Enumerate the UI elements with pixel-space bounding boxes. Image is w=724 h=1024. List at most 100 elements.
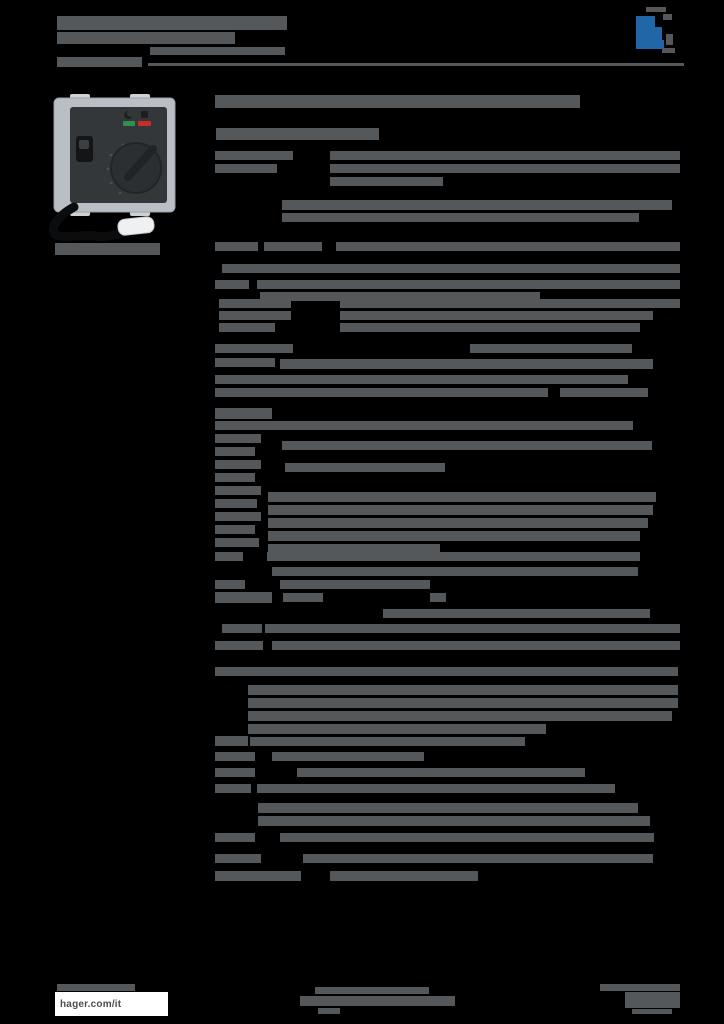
content-redacted-line bbox=[215, 95, 580, 108]
content-redacted-line bbox=[219, 311, 291, 320]
content-redacted-line bbox=[282, 441, 652, 450]
content-redacted-line bbox=[340, 311, 653, 320]
content-redacted-line bbox=[268, 544, 440, 554]
content-redacted-line bbox=[265, 624, 680, 633]
content-redacted-line bbox=[303, 854, 653, 863]
content-redacted-line bbox=[268, 375, 628, 384]
content-redacted-line bbox=[215, 768, 255, 777]
content-redacted-line bbox=[268, 492, 656, 502]
footer-redacted-line bbox=[57, 984, 135, 991]
content-redacted-line bbox=[215, 151, 293, 160]
content-redacted-line bbox=[215, 512, 261, 521]
content-redacted-line bbox=[257, 280, 680, 289]
content-redacted-line bbox=[215, 641, 263, 650]
rotary-knob-rim bbox=[110, 142, 162, 194]
content-redacted-line bbox=[250, 737, 525, 746]
content-redacted-line bbox=[215, 486, 261, 495]
footer-redacted-line bbox=[315, 987, 429, 994]
content-redacted-line bbox=[215, 784, 251, 793]
content-redacted-line bbox=[215, 833, 255, 842]
hager-logo-mark bbox=[636, 16, 664, 49]
content-redacted-line bbox=[272, 567, 638, 576]
content-redacted-line bbox=[560, 388, 648, 397]
red-led bbox=[138, 121, 151, 126]
footer-redacted-line bbox=[300, 996, 455, 1006]
content-redacted-line bbox=[215, 552, 243, 561]
header-rule bbox=[148, 63, 684, 66]
product-caption-redacted bbox=[55, 243, 160, 255]
content-redacted-line bbox=[215, 344, 293, 353]
content-redacted-line bbox=[215, 538, 259, 547]
header-redacted-line bbox=[646, 7, 666, 12]
content-redacted-line bbox=[267, 552, 640, 561]
dial-tick bbox=[118, 191, 122, 195]
header-redacted-line bbox=[57, 32, 235, 44]
content-redacted-line bbox=[272, 752, 424, 761]
content-redacted-line bbox=[330, 871, 478, 881]
content-redacted-line bbox=[285, 463, 445, 472]
content-redacted-line bbox=[215, 871, 301, 881]
content-redacted-line bbox=[470, 344, 632, 353]
connector-body bbox=[117, 216, 155, 236]
footer-website-label: hager.com/it bbox=[60, 998, 122, 1010]
content-redacted-line bbox=[248, 724, 546, 734]
content-redacted-line bbox=[215, 499, 257, 508]
content-redacted-line bbox=[260, 292, 540, 301]
hager-logo-shape bbox=[636, 16, 664, 49]
heat-mode-icon bbox=[141, 111, 148, 118]
night-mode-icon bbox=[124, 111, 132, 119]
header-redacted-line bbox=[666, 34, 673, 45]
content-redacted-line bbox=[283, 593, 323, 602]
content-redacted-line bbox=[272, 641, 680, 650]
content-redacted-line bbox=[215, 434, 261, 443]
content-redacted-line bbox=[215, 580, 245, 589]
content-redacted-line bbox=[258, 816, 650, 826]
knob-pointer bbox=[124, 145, 157, 181]
footer-redacted-line bbox=[600, 984, 680, 991]
content-redacted-line bbox=[248, 685, 678, 695]
content-redacted-line bbox=[280, 580, 430, 589]
content-redacted-line bbox=[219, 299, 291, 308]
rocker-switch-cap bbox=[79, 140, 89, 149]
content-redacted-line bbox=[330, 177, 443, 186]
dial-tick bbox=[106, 167, 110, 171]
content-redacted-line bbox=[222, 264, 680, 273]
content-redacted-line bbox=[282, 200, 672, 210]
footer-website-box: hager.com/it bbox=[55, 992, 168, 1016]
content-redacted-line bbox=[215, 752, 255, 761]
content-redacted-line bbox=[222, 624, 262, 633]
content-redacted-line bbox=[336, 242, 680, 251]
content-redacted-line bbox=[216, 128, 379, 140]
content-redacted-line bbox=[215, 358, 275, 367]
footer-redacted-line bbox=[318, 1008, 340, 1014]
header-redacted-line bbox=[150, 47, 285, 55]
cable-connector bbox=[117, 216, 155, 236]
footer-redacted-line bbox=[625, 992, 680, 1008]
header-redacted-line bbox=[663, 14, 672, 20]
dial-tick bbox=[109, 181, 113, 185]
content-redacted-line bbox=[248, 388, 548, 397]
content-redacted-line bbox=[330, 164, 680, 173]
hager-logo bbox=[633, 12, 675, 54]
content-redacted-line bbox=[215, 473, 255, 482]
content-redacted-line bbox=[219, 323, 275, 332]
green-led bbox=[123, 121, 135, 126]
content-redacted-line bbox=[215, 854, 261, 863]
product-photo bbox=[48, 85, 184, 257]
header-redacted-line bbox=[57, 16, 287, 30]
content-redacted-line bbox=[215, 375, 270, 384]
content-redacted-line bbox=[258, 803, 638, 813]
supply-cable bbox=[48, 202, 127, 242]
content-redacted-line bbox=[215, 408, 272, 419]
content-redacted-line bbox=[340, 299, 680, 308]
header-redacted-line bbox=[662, 48, 675, 53]
content-redacted-line bbox=[297, 768, 585, 777]
content-redacted-line bbox=[383, 609, 650, 618]
content-redacted-line bbox=[268, 518, 648, 528]
footer-redacted-line bbox=[632, 1009, 672, 1014]
content-redacted-line bbox=[330, 151, 680, 160]
content-redacted-line bbox=[215, 421, 633, 430]
content-redacted-line bbox=[215, 460, 261, 469]
content-redacted-line bbox=[215, 592, 272, 603]
